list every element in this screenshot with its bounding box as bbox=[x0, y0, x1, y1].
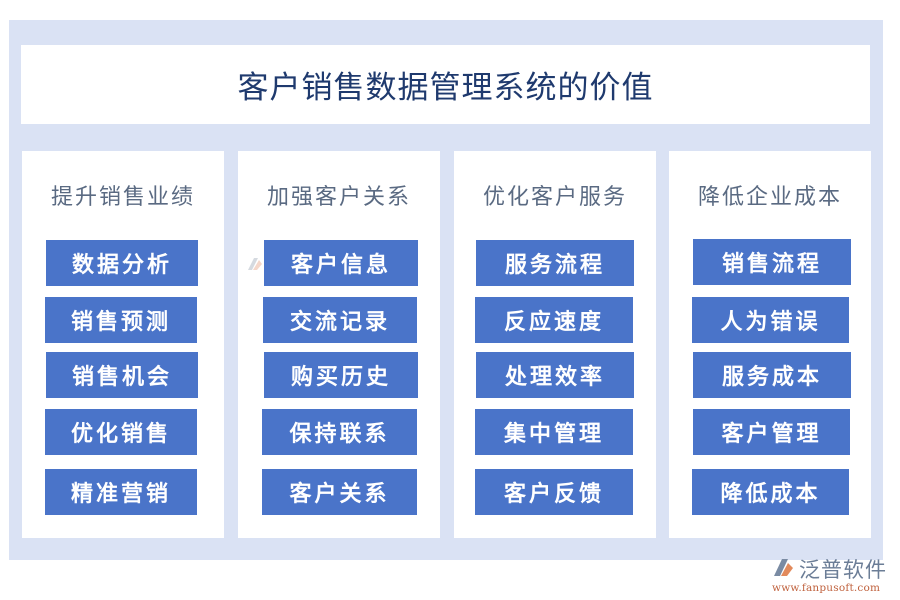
item-box: 销售预测 bbox=[45, 297, 197, 343]
item-box: 数据分析 bbox=[46, 240, 198, 286]
item-box: 客户信息 bbox=[264, 240, 418, 286]
item-box: 客户反馈 bbox=[475, 469, 633, 515]
column-customer-service: 优化客户服务 服务流程 反应速度 处理效率 集中管理 客户反馈 bbox=[454, 151, 656, 538]
item-box: 销售机会 bbox=[46, 352, 198, 398]
title-banner: 客户销售数据管理系统的价值 bbox=[21, 45, 870, 124]
item-box: 服务流程 bbox=[476, 240, 634, 286]
item-box: 客户管理 bbox=[693, 409, 850, 455]
item-box: 反应速度 bbox=[475, 297, 633, 343]
item-box: 降低成本 bbox=[692, 469, 849, 515]
item-box: 集中管理 bbox=[475, 409, 633, 455]
column-heading: 降低企业成本 bbox=[697, 185, 842, 210]
column-heading: 加强客户关系 bbox=[266, 185, 411, 210]
column-reduce-costs: 降低企业成本 销售流程 人为错误 服务成本 客户管理 降低成本 bbox=[669, 151, 871, 538]
brand-url: www.fanpusoft.com bbox=[772, 582, 881, 594]
item-box: 保持联系 bbox=[262, 409, 417, 455]
item-box: 交流记录 bbox=[263, 297, 417, 343]
brand-logo: 泛普软件 www.fanpusoft.com bbox=[772, 554, 892, 598]
diagram-background: 客户销售数据管理系统的价值 提升销售业绩 数据分析 销售预测 销售机会 优化销售… bbox=[9, 20, 883, 560]
watermark-logo-icon bbox=[246, 256, 266, 272]
item-box: 优化销售 bbox=[45, 409, 197, 455]
item-box: 精准营销 bbox=[45, 469, 197, 515]
item-box: 销售流程 bbox=[693, 239, 851, 285]
column-boost-sales: 提升销售业绩 数据分析 销售预测 销售机会 优化销售 精准营销 bbox=[22, 151, 224, 538]
column-customer-relations: 加强客户关系 客户信息 交流记录 购买历史 保持联系 客户关系 bbox=[238, 151, 440, 538]
item-box: 人为错误 bbox=[692, 297, 849, 343]
item-box: 客户关系 bbox=[262, 469, 417, 515]
diagram-title: 客户销售数据管理系统的价值 bbox=[237, 70, 654, 106]
column-heading: 优化客户服务 bbox=[482, 185, 627, 210]
brand-name: 泛普软件 bbox=[799, 558, 887, 582]
column-heading: 提升销售业绩 bbox=[50, 185, 195, 210]
fanpu-logo-icon bbox=[772, 556, 796, 582]
item-box: 处理效率 bbox=[476, 352, 634, 398]
item-box: 购买历史 bbox=[264, 352, 418, 398]
item-box: 服务成本 bbox=[693, 352, 851, 398]
